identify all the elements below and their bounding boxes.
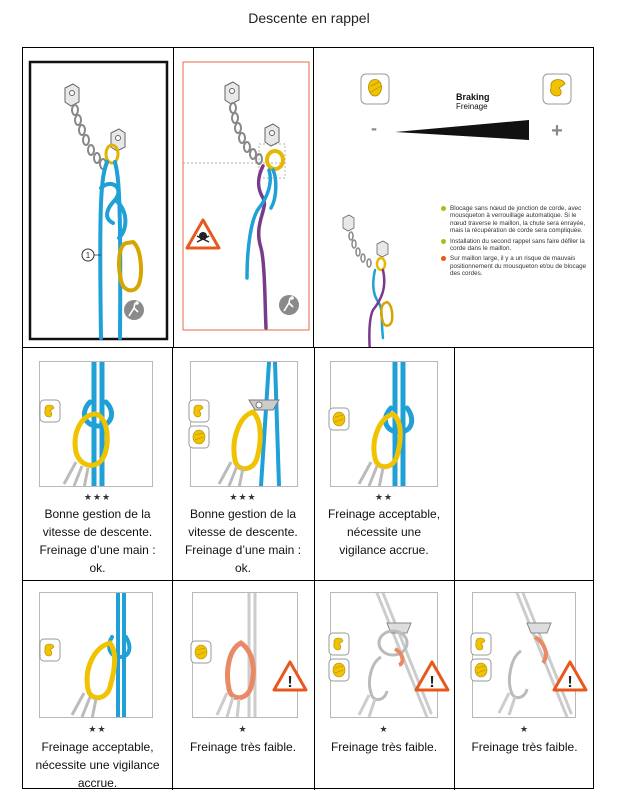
svg-text:!: ! [567,674,572,691]
technique-illustration [472,592,576,718]
cell-technique-1: ★★★ Bonne gestion de la vitesse de desce… [23,347,172,580]
technique-caption: Bonne gestion de la vitesse de descente.… [184,507,302,575]
rating-stars: ★ [379,724,389,734]
technique-caption: Freinage acceptable, nécessite une vigil… [35,740,160,790]
col-divider [172,347,173,790]
belay-device-badge-icon [188,425,210,449]
rating-stars: ★ [238,724,248,734]
cell-braking-legend: - + Braking Freinage Blocage sans [313,48,595,347]
rappel-danger-illustration [182,61,310,331]
legend-text: Installation du second rappel sans faire… [450,237,585,253]
legend-text: Blocage sans nœud de jonction de corde, … [450,205,586,235]
plus-sign: + [551,120,563,142]
orange-bullet-icon [441,256,446,262]
carabiner-badge-icon [39,399,61,423]
green-bullet-icon [441,238,446,244]
minus-sign: - [371,118,377,138]
warning-icon: ! [272,660,308,692]
technique-table: 1 [22,47,595,790]
legend-item: Sur maillon large, il y a un risque de m… [441,255,591,277]
rating-stars: ★ [519,724,530,734]
freinage-label: Freinage [456,102,488,111]
legend-text: Sur maillon large, il y a un risque de m… [450,255,587,278]
technique-caption: Freinage très faible. [471,740,578,754]
col-divider [173,48,174,347]
carabiner-badge-icon [470,632,492,656]
warning-icon: ! [552,660,588,692]
belay-device-badge-icon [470,658,492,682]
legend-item: Blocage sans nœud de jonction de corde, … [441,205,591,235]
cell-rappel-danger [173,48,313,347]
col-divider [454,347,455,790]
page-title: Descente en rappel [248,10,370,26]
belay-device-badge-icon [328,407,350,431]
cell-technique-2: ★★★ Bonne gestion de la vitesse de desce… [172,347,314,580]
row-divider [23,580,593,581]
green-bullet-icon [441,206,446,211]
braking-scale: - + Braking Freinage [342,73,572,347]
technique-caption: Freinage acceptable, nécessite une vigil… [327,507,441,557]
rating-stars: ★★★ [229,492,257,502]
cell-technique-7: ! ★ Freinage très faible. [454,580,595,790]
svg-text:!: ! [429,674,434,691]
cell-technique-6: ! ★ Freinage très faible. [314,580,454,790]
legend-item: Installation du second rappel sans faire… [441,238,591,253]
carabiner-badge-icon [328,632,350,656]
technique-illustration [39,361,153,487]
col-divider [313,48,314,347]
svg-text:!: ! [287,674,292,691]
rating-stars: ★★ [374,492,394,502]
technique-caption: Freinage très faible. [330,740,438,754]
row-divider [23,347,593,348]
technique-caption: Freinage très faible. [189,740,297,754]
carabiner-badge-icon [188,399,210,423]
cell-technique-4: ★★ Freinage acceptable, nécessite une vi… [23,580,172,790]
technique-illustration [330,592,438,718]
rating-stars: ★★★ [83,492,112,502]
rappel-standard-illustration: 1 [28,60,169,341]
callout-number: 1 [86,251,91,260]
cell-technique-3: ★★ Freinage acceptable, nécessite une vi… [314,347,454,580]
belay-device-badge-icon [328,658,350,682]
warning-icon: ! [414,660,450,692]
technique-caption: Bonne gestion de la vitesse de descente.… [39,507,156,575]
rating-stars: ★★ [88,724,107,734]
braking-label: Braking [456,92,490,102]
technique-illustration [190,361,298,487]
belay-device-badge-icon [190,640,212,664]
cell-rappel-standard: 1 [23,48,173,347]
legend-list: Blocage sans nœud de jonction de corde, … [441,205,591,278]
carabiner-badge-icon [39,638,61,662]
cell-technique-5: ! ★ Freinage très faible. [172,580,314,790]
col-divider [314,347,315,790]
technique-illustration [192,592,298,718]
